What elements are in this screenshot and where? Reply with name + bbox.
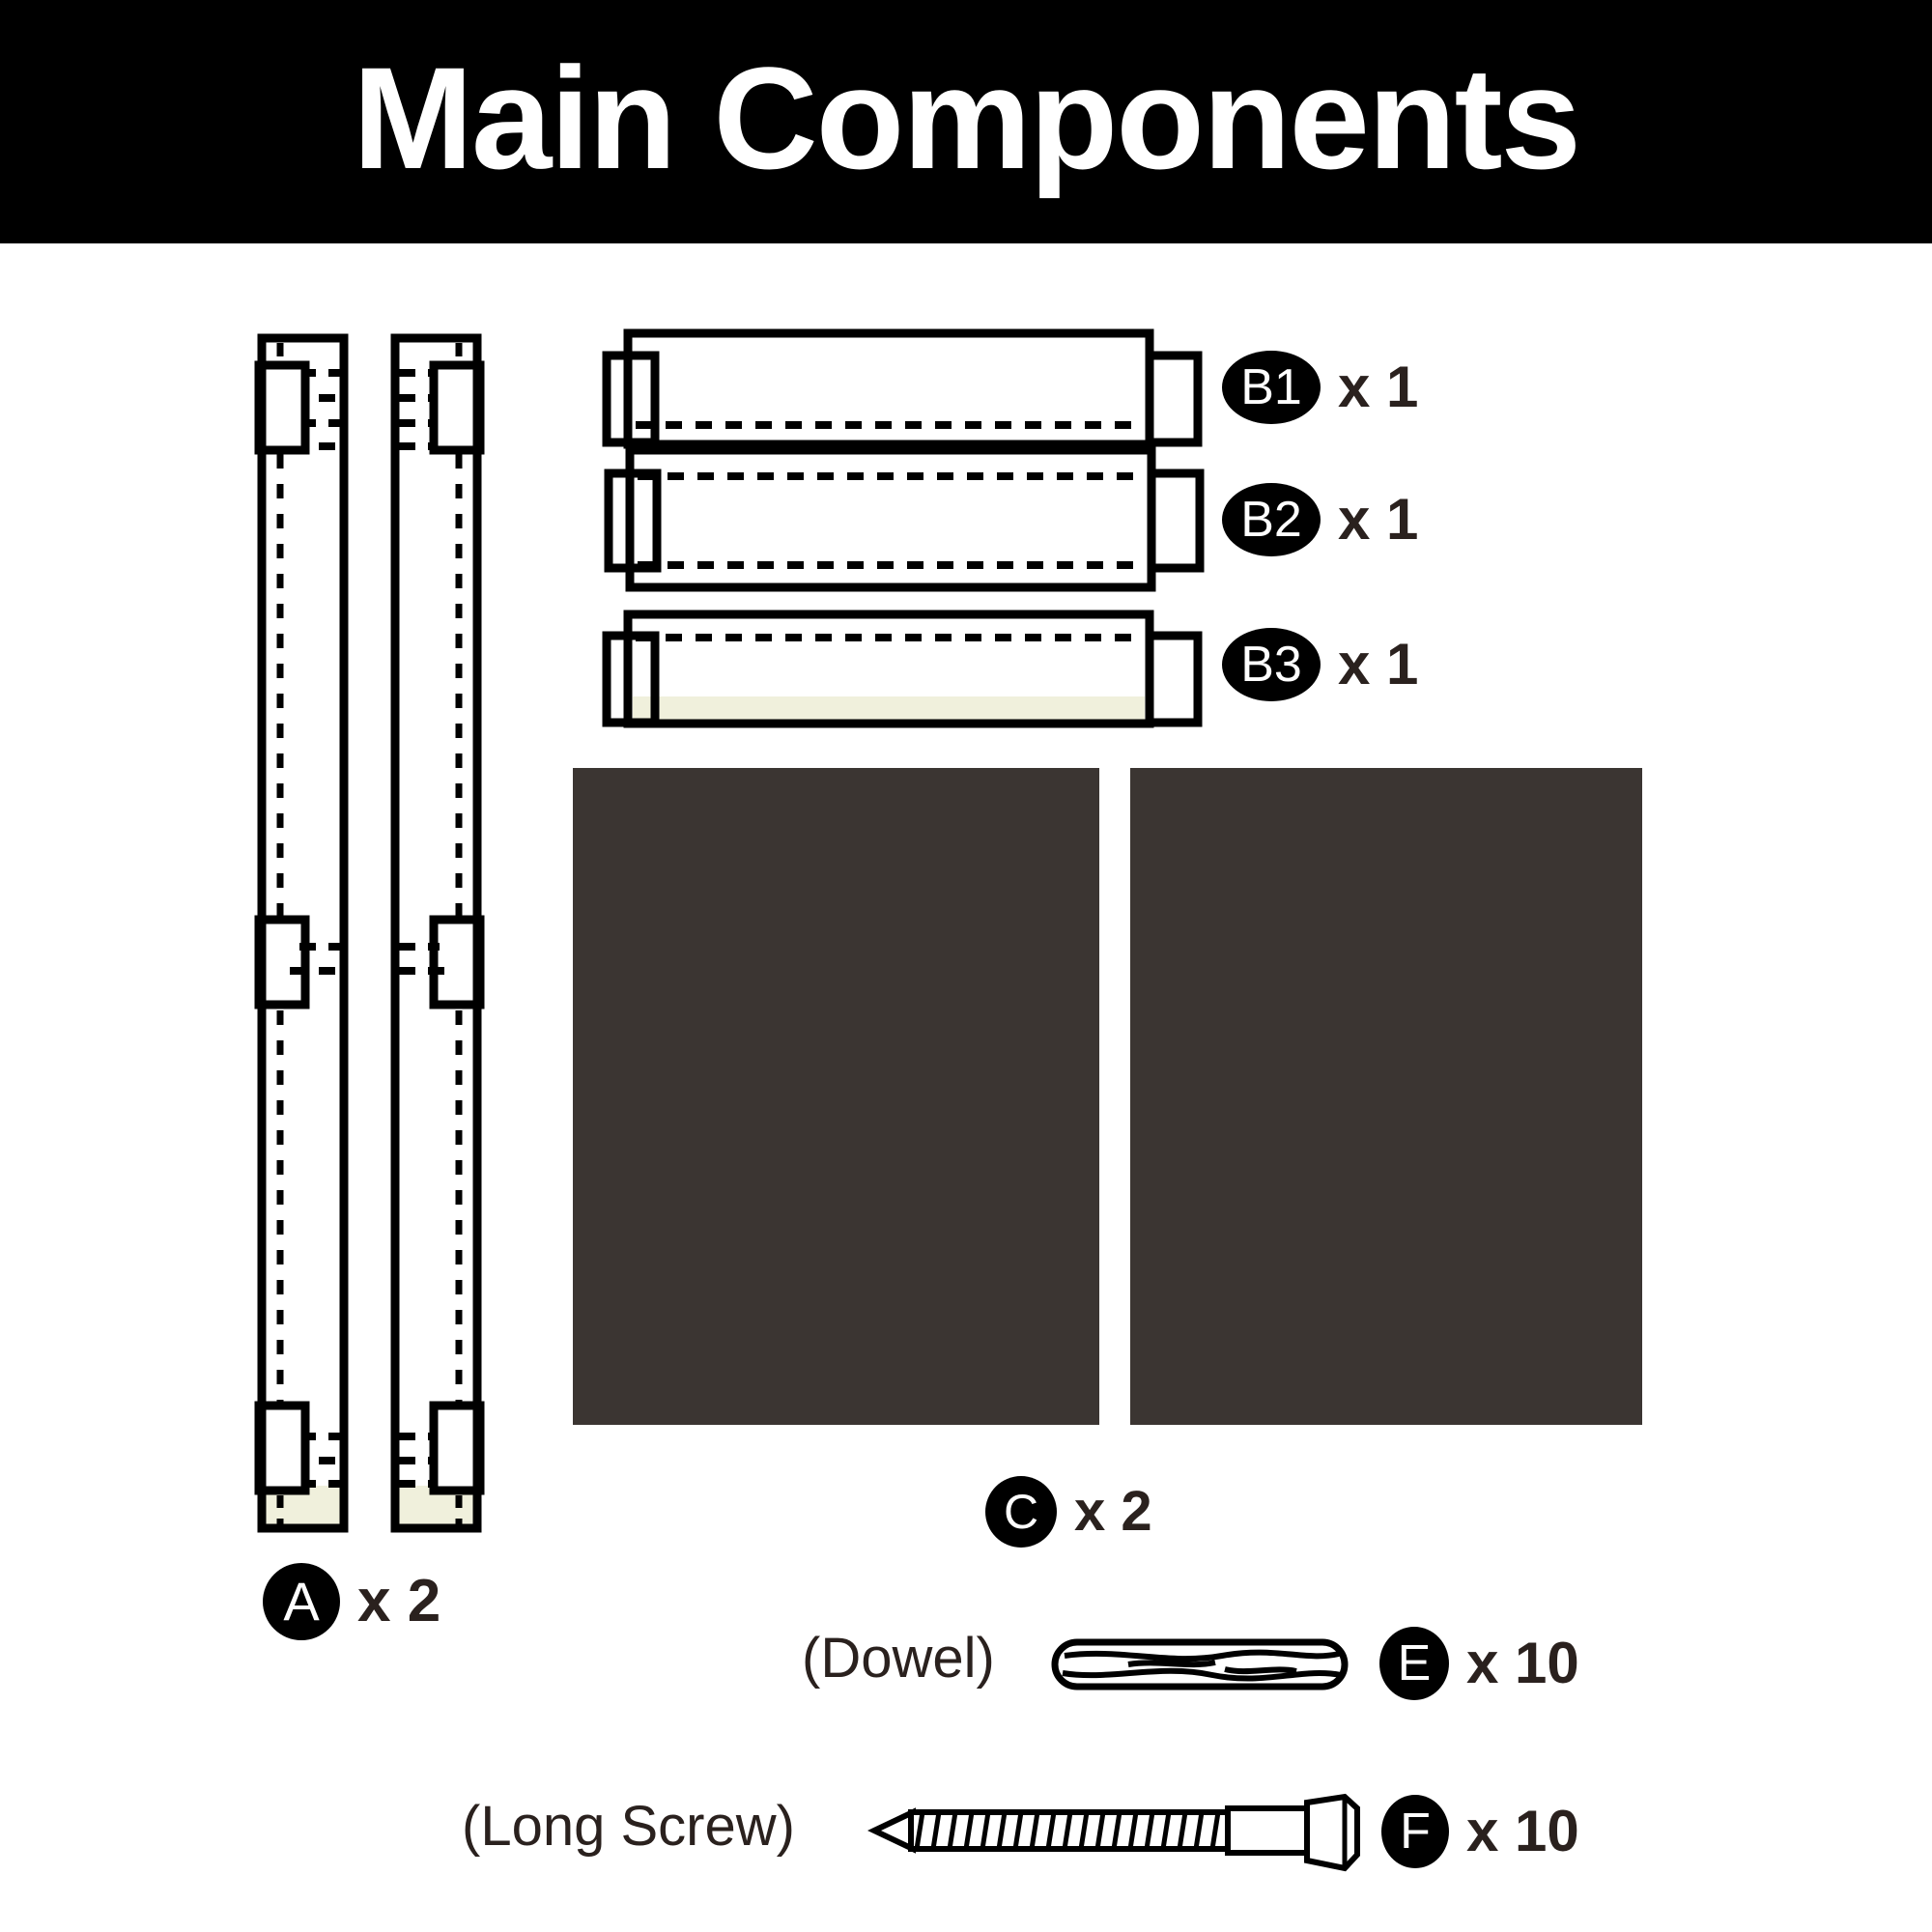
part-c-quantity: x 2 — [1074, 1480, 1152, 1543]
part-c-badge-letter: C — [1003, 1485, 1039, 1539]
page-title: Main Components — [353, 37, 1581, 199]
part-c-label: C x 2 — [985, 1476, 1152, 1548]
part-f-label: F x 10 — [1381, 1795, 1579, 1868]
part-e-caption: (Dowel) — [802, 1627, 995, 1690]
part-c-panel-left — [573, 768, 1099, 1425]
part-a-badge: A — [263, 1563, 340, 1640]
part-e-badge-letter: E — [1397, 1635, 1432, 1691]
part-b1-label: B1 x 1 — [1222, 351, 1418, 424]
part-b1-quantity: x 1 — [1338, 355, 1419, 419]
part-b3-badge: B3 — [1222, 628, 1321, 701]
part-a-badge-letter: A — [283, 1571, 320, 1632]
part-b3-quantity: x 1 — [1338, 632, 1419, 696]
part-e-badge: E — [1379, 1627, 1449, 1700]
part-f-badge-letter: F — [1400, 1804, 1431, 1860]
part-b2-quantity: x 1 — [1338, 487, 1419, 552]
part-b2-badge: B2 — [1222, 483, 1321, 556]
header-banner — [0, 0, 1932, 243]
part-e-caption-row: (Dowel) — [802, 1631, 995, 1687]
part-f-caption: (Long Screw) — [462, 1795, 795, 1858]
part-b2-rail — [604, 445, 1205, 592]
part-a-left-post — [254, 333, 349, 1533]
long-screw-icon — [867, 1793, 1360, 1872]
part-b2-badge-letter: B2 — [1240, 492, 1302, 548]
part-b2-label: B2 x 1 — [1222, 483, 1418, 556]
part-e-label: E x 10 — [1379, 1627, 1579, 1700]
part-b1-badge-letter: B1 — [1240, 359, 1302, 415]
part-a-quantity: x 2 — [357, 1568, 441, 1634]
part-b1-badge: B1 — [1222, 351, 1321, 424]
part-b3-label: B3 x 1 — [1222, 628, 1418, 701]
part-c-badge: C — [985, 1476, 1057, 1548]
part-b1-rail — [602, 328, 1203, 449]
part-a-label: A x 2 — [263, 1563, 440, 1640]
part-c-panel-right — [1130, 768, 1642, 1425]
part-b3-rail — [602, 610, 1203, 728]
part-e-quantity: x 10 — [1466, 1631, 1579, 1695]
part-f-quantity: x 10 — [1466, 1799, 1579, 1863]
part-f-badge: F — [1381, 1795, 1449, 1868]
part-b3-badge-letter: B3 — [1240, 637, 1302, 693]
part-a-right-post — [390, 333, 485, 1533]
dowel-icon — [1051, 1638, 1349, 1690]
part-f-caption-row: (Long Screw) — [462, 1799, 795, 1855]
